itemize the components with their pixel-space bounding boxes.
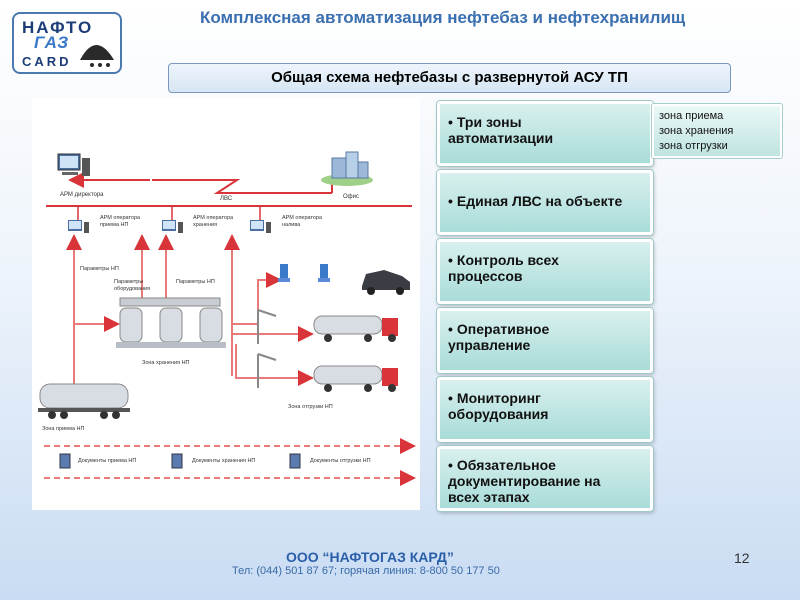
bullet-dot: • bbox=[448, 390, 453, 406]
page-title: Комплексная автоматизация нефтебаз и неф… bbox=[200, 8, 686, 27]
office-building-icon bbox=[321, 151, 373, 186]
document-icon bbox=[59, 453, 301, 469]
fuel-dispenser-icon bbox=[278, 264, 330, 282]
bullet-mandatory-documentation: •Обязательное документирование на всех э… bbox=[437, 446, 653, 511]
bullet-unified-lan: •Единая ЛВС на объекте bbox=[437, 170, 653, 235]
page-number: 12 bbox=[734, 550, 750, 566]
zones-list: зона приема зона хранения зона отгрузки bbox=[652, 104, 782, 158]
bullet-text: всех этапах bbox=[448, 489, 530, 505]
bullet-text: Единая ЛВС на объекте bbox=[456, 193, 623, 209]
bullet-dot: • bbox=[448, 457, 453, 473]
zone-item: зона хранения bbox=[659, 125, 734, 137]
bullet-dot: • bbox=[448, 252, 453, 268]
label-params-obor: Параметры bbox=[114, 279, 143, 285]
bullet-text: Контроль всех bbox=[456, 252, 559, 268]
label-arm-director: АРМ директора bbox=[60, 192, 104, 198]
tank-truck-icon bbox=[313, 315, 398, 392]
rail-tank-car-icon bbox=[38, 383, 130, 419]
logo-text-gaz: ГАЗ bbox=[34, 33, 70, 52]
label-arm-naliva-2: налива bbox=[282, 222, 301, 228]
label-zone-hranenia: Зона хранения НП bbox=[142, 360, 190, 366]
section-subtitle: Общая схема нефтебазы с развернутой АСУ … bbox=[168, 63, 731, 93]
label-arm-naliva: АРМ оператора bbox=[282, 215, 323, 221]
label-arm-hranenia-2: хранения bbox=[193, 222, 217, 228]
operator-hranenia-computer-icon bbox=[162, 206, 183, 233]
footer-contacts: Тел: (044) 501 87 67; горячая линия: 8-8… bbox=[232, 565, 500, 577]
label-params-np: Параметры НП bbox=[80, 266, 119, 272]
bullet-text: Оперативное bbox=[456, 321, 550, 337]
label-arm-priema-2: приема НП bbox=[100, 222, 129, 228]
label-params-np-2: Параметры НП bbox=[176, 279, 215, 285]
logo-text-card: CARD bbox=[22, 54, 72, 69]
bullet-operational-management: •Оперативное управление bbox=[437, 308, 653, 373]
bullet-text: автоматизации bbox=[448, 130, 554, 146]
operator-naliva-computer-icon bbox=[250, 206, 271, 233]
label-zone-priema: Зона приема НП bbox=[42, 426, 85, 432]
logo-text-nafto: НАФТО bbox=[22, 18, 94, 37]
bullet-text: оборудования bbox=[448, 406, 549, 422]
bullet-dot: • bbox=[448, 321, 453, 337]
bullet-text: Мониторинг bbox=[456, 390, 541, 406]
bullet-text: процессов bbox=[448, 268, 523, 284]
company-logo: НАФТО ГАЗ CARD bbox=[12, 12, 122, 74]
label-office: Офис bbox=[343, 194, 359, 200]
logo-dome-icon bbox=[80, 45, 114, 67]
loading-stand-icon bbox=[257, 309, 277, 388]
bullet-text: документирование на bbox=[448, 473, 601, 489]
bullet-equipment-monitoring: •Мониторинг оборудования bbox=[437, 377, 653, 442]
zone-item: зона отгрузки bbox=[659, 140, 728, 152]
bullet-text: управление bbox=[448, 337, 531, 353]
label-arm-hranenia: АРМ оператора bbox=[193, 215, 234, 221]
storage-tanks-icon bbox=[116, 297, 226, 348]
director-computer-icon bbox=[57, 153, 90, 176]
label-docs-priema: Документы приема НП bbox=[78, 458, 136, 464]
bullet-dot: • bbox=[448, 193, 453, 209]
bullet-text: Три зоны bbox=[456, 114, 522, 130]
label-lvs: ЛВС bbox=[220, 196, 233, 202]
operator-priema-computer-icon bbox=[68, 206, 89, 233]
label-params-obor-2: оборудования bbox=[114, 286, 150, 292]
bullet-dot: • bbox=[448, 114, 453, 130]
bullet-process-control: •Контроль всех процессов bbox=[437, 239, 653, 304]
bullet-text: Обязательное bbox=[456, 457, 556, 473]
label-arm-priema: АРМ оператора bbox=[100, 215, 141, 221]
label-docs-otgruzki: Документы отгрузки НП bbox=[310, 458, 371, 464]
label-zone-otgruzki: Зона отгрузки НП bbox=[288, 404, 333, 410]
zone-item: зона приема bbox=[659, 110, 724, 122]
bullet-automation-zones: •Три зоны автоматизации bbox=[437, 101, 653, 166]
footer-company-name: ООО “НАФТОГАЗ КАРД” bbox=[286, 549, 454, 565]
oil-depot-diagram: АРМ директора Офис ЛВС АРМ оператора при… bbox=[32, 98, 420, 510]
label-docs-hranenia: Документы хранения НП bbox=[192, 458, 255, 464]
car-icon bbox=[362, 270, 410, 295]
